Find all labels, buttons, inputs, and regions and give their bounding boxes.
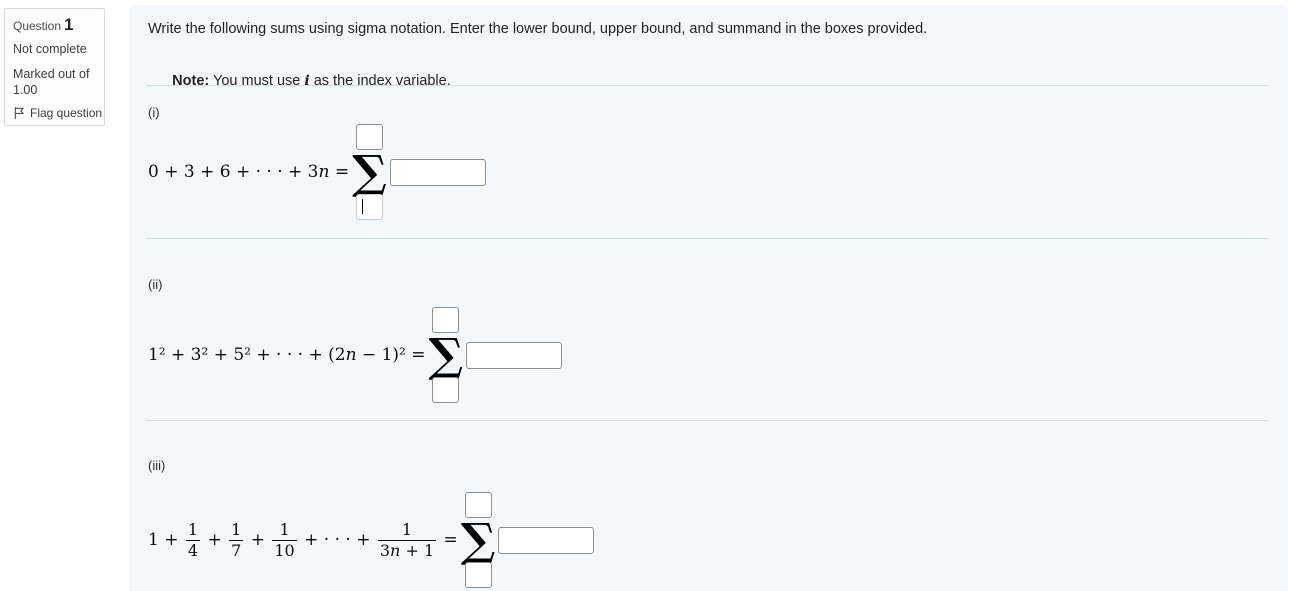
expr-text: 0 + 3 + 6 + · · · + 3 (148, 162, 319, 182)
question-number: 1 (64, 15, 74, 34)
summand-input[interactable] (498, 526, 595, 554)
expr-text: + · · · + (298, 530, 376, 550)
sigma-icon: ∑ (428, 328, 464, 382)
expr-text: = (329, 162, 350, 182)
summand-input[interactable] (389, 158, 486, 186)
section-divider (146, 420, 1268, 421)
expr-variable: n (390, 540, 401, 560)
flag-question-link[interactable]: Flag question (13, 106, 102, 120)
flag-label: Flag question (30, 106, 103, 120)
flag-icon (13, 106, 26, 120)
sigma-column: ∑ (428, 307, 464, 403)
question-content: Write the following sums using sigma not… (129, 5, 1288, 591)
expr-text: 1² + 3² + 5² + · · · + (2 (148, 345, 346, 365)
expr-text: + (202, 530, 228, 550)
question-status: Not complete (13, 42, 87, 56)
sigma-icon: ∑ (460, 513, 496, 567)
expr-variable: n (318, 162, 330, 182)
problem-label-ii: (ii) (148, 277, 163, 292)
expr-text: + (245, 530, 271, 550)
note-label: Note: (172, 73, 210, 89)
expr-text: = (438, 530, 458, 550)
expr-text: 1 + (148, 530, 184, 550)
section-divider (146, 85, 1268, 86)
upper-bound-input[interactable] (432, 307, 460, 333)
sigma-notation-group: ∑ (461, 492, 595, 588)
lower-bound-input[interactable] (432, 377, 460, 403)
note-text: Note: You must use i as the index variab… (172, 73, 451, 89)
summand-input[interactable] (466, 341, 563, 369)
text-cursor (361, 199, 364, 214)
upper-bound-input[interactable] (464, 492, 492, 518)
lower-bound-wrap (355, 194, 383, 220)
index-variable: i (304, 73, 310, 89)
sigma-column: ∑ (352, 124, 387, 220)
question-grade: Marked out of 1.00 (13, 67, 90, 97)
section-divider (146, 238, 1268, 239)
expr-variable: n (345, 345, 357, 365)
instructions-text: Write the following sums using sigma not… (148, 21, 928, 37)
sigma-notation-group: ∑ (352, 124, 486, 220)
problem-label-iii: (iii) (148, 458, 166, 473)
upper-bound-input[interactable] (355, 124, 383, 150)
expr-text: − 1)² = (356, 345, 426, 365)
sigma-column: ∑ (460, 492, 496, 588)
lower-bound-input[interactable] (355, 194, 383, 220)
sigma-icon: ∑ (352, 145, 387, 199)
problem-label-i: (i) (148, 105, 160, 120)
question-word: Question (13, 19, 62, 33)
lower-bound-input[interactable] (464, 562, 492, 588)
sigma-notation-group: ∑ (429, 307, 563, 403)
